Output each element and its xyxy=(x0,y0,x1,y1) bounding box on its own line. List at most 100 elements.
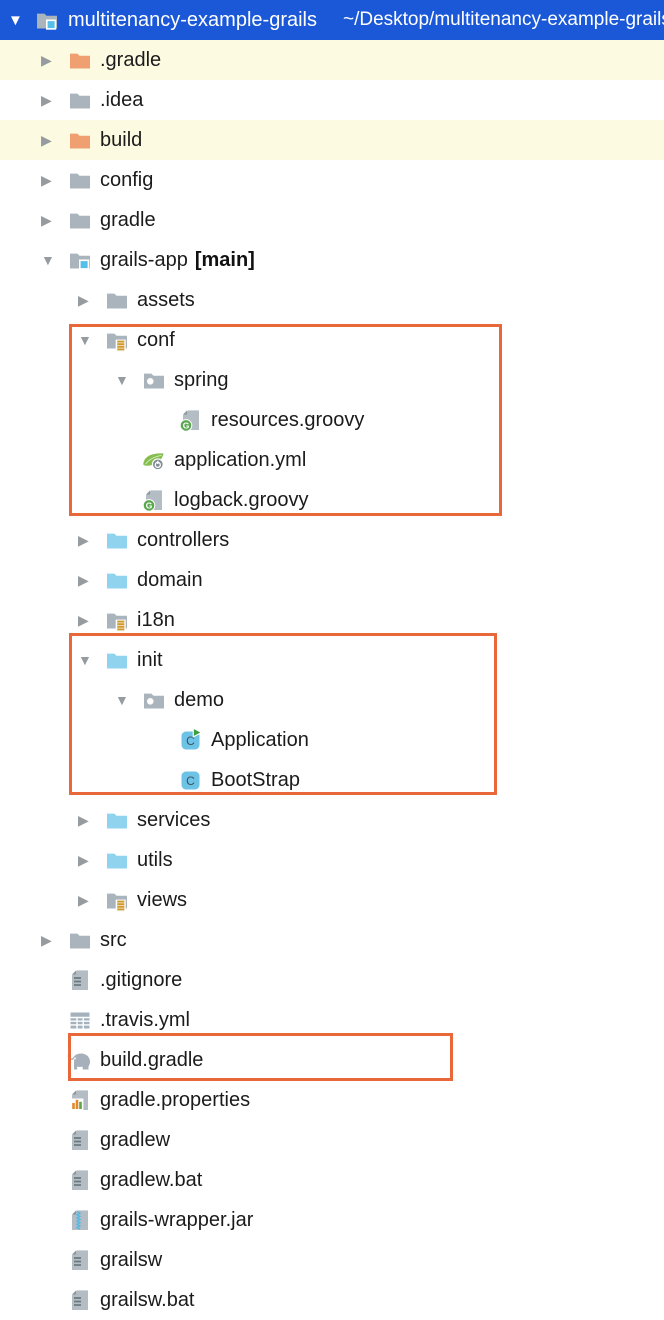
chevron-right-icon[interactable]: ▶ xyxy=(41,212,52,228)
tree-row-gradle[interactable]: ▶ .gradle xyxy=(0,40,664,80)
tree-row-travis-yml[interactable]: .travis.yml xyxy=(0,1000,664,1040)
tree-row-grails-wrapper-jar[interactable]: grails-wrapper.jar xyxy=(0,1200,664,1240)
tree-row-src[interactable]: ▶src xyxy=(0,920,664,960)
tree-row-grailsw[interactable]: grailsw xyxy=(0,1240,664,1280)
folder-orange-icon xyxy=(67,127,93,153)
text-file-icon xyxy=(67,967,93,993)
tree-row-idea[interactable]: ▶ .idea xyxy=(0,80,664,120)
tree-item-label: gradlew.bat xyxy=(100,1168,203,1191)
folder-gray-icon xyxy=(67,927,93,953)
tree-item-label: utils xyxy=(137,848,173,871)
text-file-icon xyxy=(67,1127,93,1153)
tree-item-label: spring xyxy=(174,368,229,391)
chevron-down-icon[interactable]: ▼ xyxy=(115,372,129,388)
chevron-right-icon[interactable]: ▶ xyxy=(78,812,89,828)
folder-blue-icon xyxy=(104,807,130,833)
text-file-icon xyxy=(67,1167,93,1193)
chevron-down-icon[interactable]: ▼ xyxy=(78,332,92,348)
chevron-right-icon[interactable]: ▶ xyxy=(41,92,52,108)
chevron-right-icon[interactable]: ▶ xyxy=(78,612,89,628)
tree-item-label: assets xyxy=(137,288,195,311)
tree-row-init[interactable]: ▼ init xyxy=(0,640,664,680)
tree-row-gradlew[interactable]: gradlew xyxy=(0,1120,664,1160)
config-folder-icon xyxy=(104,887,130,913)
svg-text:G: G xyxy=(183,420,190,430)
tree-row-build[interactable]: ▶ build xyxy=(0,120,664,160)
chevron-down-icon[interactable]: ▼ xyxy=(78,652,92,668)
chevron-down-icon[interactable]: ▼ xyxy=(8,11,23,29)
tree-item-label: .travis.yml xyxy=(100,1008,190,1031)
chevron-right-icon[interactable]: ▶ xyxy=(78,852,89,868)
tree-item-label: init xyxy=(137,648,163,671)
tree-row-services[interactable]: ▶ services xyxy=(0,800,664,840)
folder-blue-icon xyxy=(104,847,130,873)
tree-item-label: demo xyxy=(174,688,225,711)
tree-row-conf[interactable]: ▼conf xyxy=(0,320,664,360)
chevron-right-icon[interactable]: ▶ xyxy=(41,132,52,148)
tree-item-label: grails-app xyxy=(100,248,188,271)
tree-item-label: BootStrap xyxy=(211,768,300,791)
tree-row-application-yml[interactable]: application.yml xyxy=(0,440,664,480)
tree-item-label: logback.groovy xyxy=(174,488,309,511)
tree-row-utils[interactable]: ▶ utils xyxy=(0,840,664,880)
tree-row-gradlew-bat[interactable]: gradlew.bat xyxy=(0,1160,664,1200)
tree-item-label: .gitignore xyxy=(100,968,183,991)
tree-row-grailsw-bat[interactable]: grailsw.bat xyxy=(0,1280,664,1320)
folder-blue-icon xyxy=(104,647,130,673)
module-folder-icon xyxy=(67,247,93,273)
chevron-down-icon[interactable]: ▼ xyxy=(41,252,55,268)
chevron-right-icon[interactable]: ▶ xyxy=(78,572,89,588)
folder-blue-icon xyxy=(104,567,130,593)
properties-file-icon xyxy=(67,1087,93,1113)
groovy-file-icon: G xyxy=(141,487,167,513)
tree-item-label: config xyxy=(100,168,154,191)
table-file-icon xyxy=(67,1007,93,1033)
tree-row-gradle-properties[interactable]: gradle.properties xyxy=(0,1080,664,1120)
tree-item-label: resources.groovy xyxy=(211,408,365,431)
tree-row-build-gradle[interactable]: build.gradle xyxy=(0,1040,664,1080)
tree-item-label: domain xyxy=(137,568,203,591)
tree-item-label: .gradle xyxy=(100,48,162,71)
folder-blue-icon xyxy=(104,527,130,553)
chevron-right-icon[interactable]: ▶ xyxy=(78,892,89,908)
tree-row-spring[interactable]: ▼ spring xyxy=(0,360,664,400)
tree-item-label: services xyxy=(137,808,211,831)
tree-item-label: build xyxy=(100,128,143,151)
tree-item-label: gradle.properties xyxy=(100,1088,251,1111)
class-icon: C xyxy=(178,767,204,793)
config-folder-icon xyxy=(104,607,130,633)
chevron-down-icon[interactable]: ▼ xyxy=(115,692,129,708)
folder-gray-icon xyxy=(67,207,93,233)
tree-row-controllers[interactable]: ▶controllers xyxy=(0,520,664,560)
tree-row-i18n[interactable]: ▶i18n xyxy=(0,600,664,640)
chevron-right-icon[interactable]: ▶ xyxy=(41,932,52,948)
tree-row-bootstrap[interactable]: C BootStrap xyxy=(0,760,664,800)
tree-row-gradle-2[interactable]: ▶gradle xyxy=(0,200,664,240)
tree-item-label: views xyxy=(137,888,188,911)
chevron-right-icon[interactable]: ▶ xyxy=(78,532,89,548)
project-root-row[interactable]: ▼ multitenancy-example-grails ~/Desktop/… xyxy=(0,0,664,40)
tree-row-domain[interactable]: ▶ domain xyxy=(0,560,664,600)
tree-item-label: .idea xyxy=(100,88,144,111)
tree-row-demo[interactable]: ▼ demo xyxy=(0,680,664,720)
folder-gray-icon xyxy=(104,287,130,313)
chevron-right-icon[interactable]: ▶ xyxy=(41,52,52,68)
text-file-icon xyxy=(67,1287,93,1313)
tree-row-config[interactable]: ▶ config xyxy=(0,160,664,200)
branch-badge: [main] xyxy=(194,248,255,271)
gradle-file-icon xyxy=(67,1047,93,1073)
svg-text:G: G xyxy=(146,500,153,510)
chevron-right-icon[interactable]: ▶ xyxy=(78,292,89,308)
groovy-file-icon: G xyxy=(178,407,204,433)
tree-row-gitignore[interactable]: .gitignore xyxy=(0,960,664,1000)
tree-row-grails-app[interactable]: ▼ grails-app [main] xyxy=(0,240,664,280)
tree-row-assets[interactable]: ▶ assets xyxy=(0,280,664,320)
tree-item-label: grailsw.bat xyxy=(100,1288,195,1311)
chevron-right-icon[interactable]: ▶ xyxy=(41,172,52,188)
tree-row-views[interactable]: ▶ views xyxy=(0,880,664,920)
folder-gray-icon xyxy=(67,87,93,113)
